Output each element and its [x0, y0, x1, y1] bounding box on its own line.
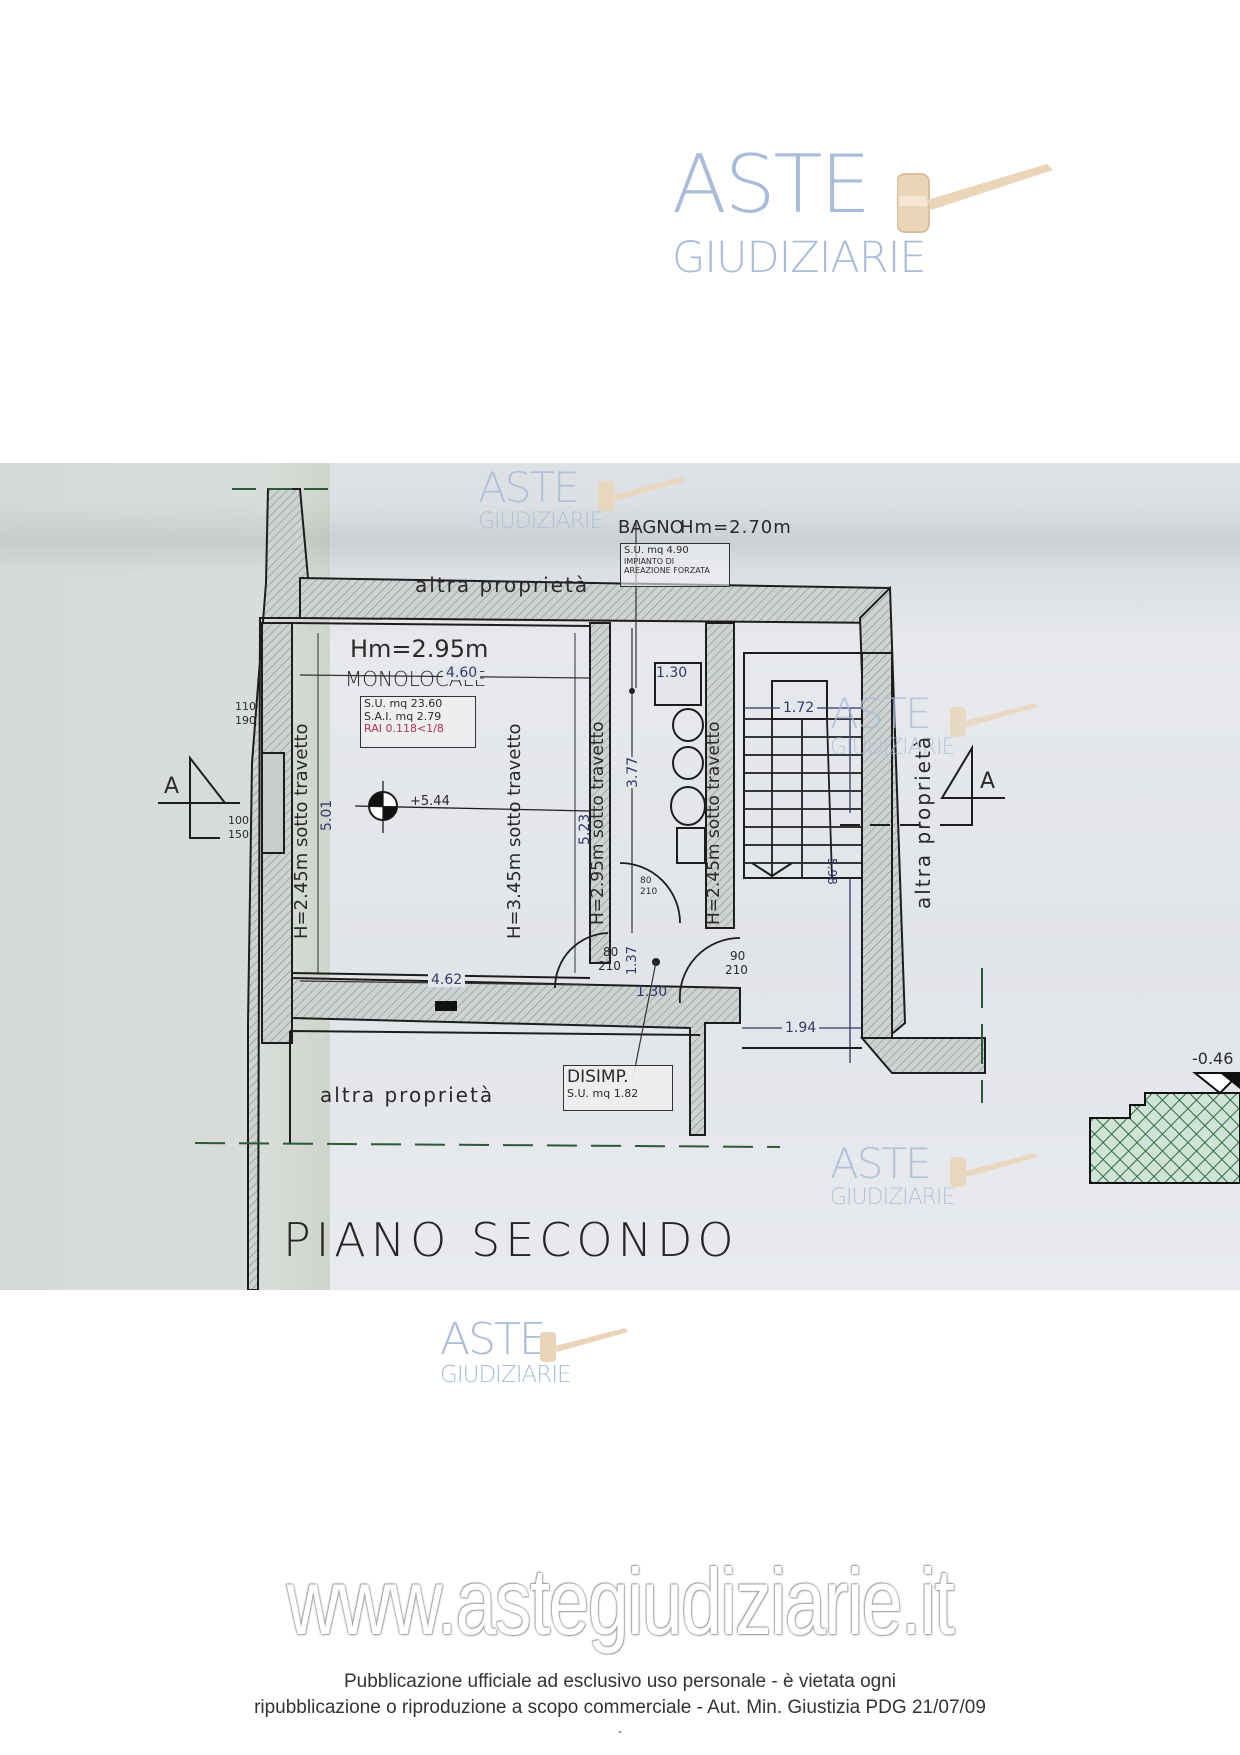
dim-stair-depth: 5.98	[825, 858, 839, 885]
window-top-height: 190	[235, 714, 256, 727]
gavel-icon	[540, 1328, 628, 1362]
door-bagno-height: 210	[640, 887, 658, 897]
site-url-watermark: www.astegiudiziarie.it	[286, 1549, 955, 1654]
gavel-icon	[598, 477, 686, 511]
door-disimp-width: 80	[603, 945, 619, 959]
gavel-icon	[950, 1153, 1038, 1187]
legal-notice-line-2: ripubblicazione o riproduzione a scopo c…	[254, 1697, 986, 1718]
watermark-logo-top: ASTE GIUDIZIARIE	[672, 138, 1053, 285]
floor-plan-drawing	[158, 488, 1240, 1290]
window-bottom-height: 150	[228, 828, 249, 841]
door-entry-height: 210	[725, 963, 748, 977]
logo-aste-text: ASTE	[440, 1314, 547, 1365]
logo-aste-text: ASTE	[478, 463, 580, 512]
dim-left-depth: 5.01	[319, 799, 335, 831]
bagno-info-box: S.U. mq 4.90 IMPIANTO DI AREAZIONE FORZA…	[620, 543, 730, 587]
dim-disimp-width: 1.30	[636, 984, 668, 1000]
dim-landing-width: 1.94	[782, 1021, 820, 1035]
logo-giudiziarie-text: GIUDIZIARIE	[830, 1185, 955, 1210]
exterior-level: -0.46	[1192, 1049, 1234, 1068]
door-disimp-height: 210	[598, 959, 621, 973]
disimp-info-box: DISIMP. S.U. mq 1.82	[563, 1065, 673, 1111]
bagno-name: BAGNO	[618, 517, 684, 538]
dim-bagno-depth: 3.77	[625, 756, 641, 788]
dim-center-depth: 5.23	[577, 813, 593, 845]
logo-aste-text: ASTE	[672, 138, 871, 231]
monolocale-rai: RAI 0.118<1/8	[364, 722, 444, 736]
watermark-logo-plan-top: ASTE GIUDIZIARIE	[478, 467, 698, 537]
door-entry-width: 90	[730, 949, 746, 963]
dim-bagno-top: 1.30	[656, 665, 688, 681]
bagno-height: Hm=2.70m	[680, 517, 792, 538]
height-label-center: H=3.45m sotto travetto	[504, 723, 525, 939]
neighbor-label-top: altra proprietà	[415, 573, 590, 597]
monolocale-su: S.U. mq 23.60	[364, 697, 443, 710]
height-label-left: H=2.45m sotto travetto	[291, 723, 312, 939]
neighbor-label-bottom: altra proprietà	[320, 1083, 495, 1107]
monolocale-sai: S.A.I. mq 2.79	[364, 709, 442, 723]
height-label-bagno-right: H=2.45m sotto travetto	[704, 721, 724, 925]
monolocale-height: Hm=2.95m	[350, 635, 489, 663]
neighbor-label-right: altra proprietà	[911, 734, 935, 909]
watermark-logo-bottom: ASTE GIUDIZIARIE	[440, 1318, 640, 1388]
logo-giudiziarie-text: GIUDIZIARIE	[478, 509, 603, 534]
window-top-width: 110	[235, 700, 256, 713]
logo-giudiziarie-text: GIUDIZIARIE	[440, 1362, 572, 1388]
section-marker-left: A	[164, 774, 180, 799]
disimp-name: DISIMP.	[567, 1067, 629, 1087]
dim-stair-width: 1.72	[780, 701, 818, 715]
legal-notice-line-1: Pubblicazione ufficiale ad esclusivo uso…	[343, 1671, 897, 1692]
logo-aste-text: ASTE	[830, 1139, 932, 1188]
gavel-icon	[897, 164, 1053, 233]
monolocale-info-box: S.U. mq 23.60 S.A.I. mq 2.79 RAI 0.118<1…	[360, 696, 476, 748]
floor-plan-photo: ASTE GIUDIZIARIE ASTE GIUDIZIARIE ASTE G…	[0, 463, 1240, 1290]
legal-notice-line-3: -	[618, 1724, 622, 1738]
gavel-icon	[950, 703, 1038, 737]
logo-aste-text: ASTE	[830, 689, 932, 738]
bagno-area: S.U. mq 4.90	[624, 545, 689, 556]
elevation-mark: +5.44	[410, 794, 450, 809]
bagno-note-2: AREAZIONE FORZATA	[624, 565, 710, 575]
watermark-logo-plan-right: ASTE GIUDIZIARIE	[830, 693, 1050, 763]
logo-giudiziarie-text: GIUDIZIARIE	[672, 233, 927, 283]
window-bottom-width: 100	[228, 814, 249, 827]
dim-disimp-depth: 1.37	[625, 946, 640, 975]
watermark-logo-plan-bottom: ASTE GIUDIZIARIE	[830, 1143, 1050, 1213]
disimp-area: S.U. mq 1.82	[567, 1086, 639, 1100]
bagno-note-1: IMPIANTO DI	[624, 556, 675, 566]
plan-title: PIANO SECONDO	[283, 1213, 739, 1267]
door-bagno-width: 80	[640, 876, 652, 886]
dim-bottom-width: 4.62	[428, 973, 466, 987]
section-marker-right: A	[980, 769, 996, 794]
logo-giudiziarie-text: GIUDIZIARIE	[830, 735, 955, 760]
dim-top-width: 4.60	[443, 666, 481, 680]
